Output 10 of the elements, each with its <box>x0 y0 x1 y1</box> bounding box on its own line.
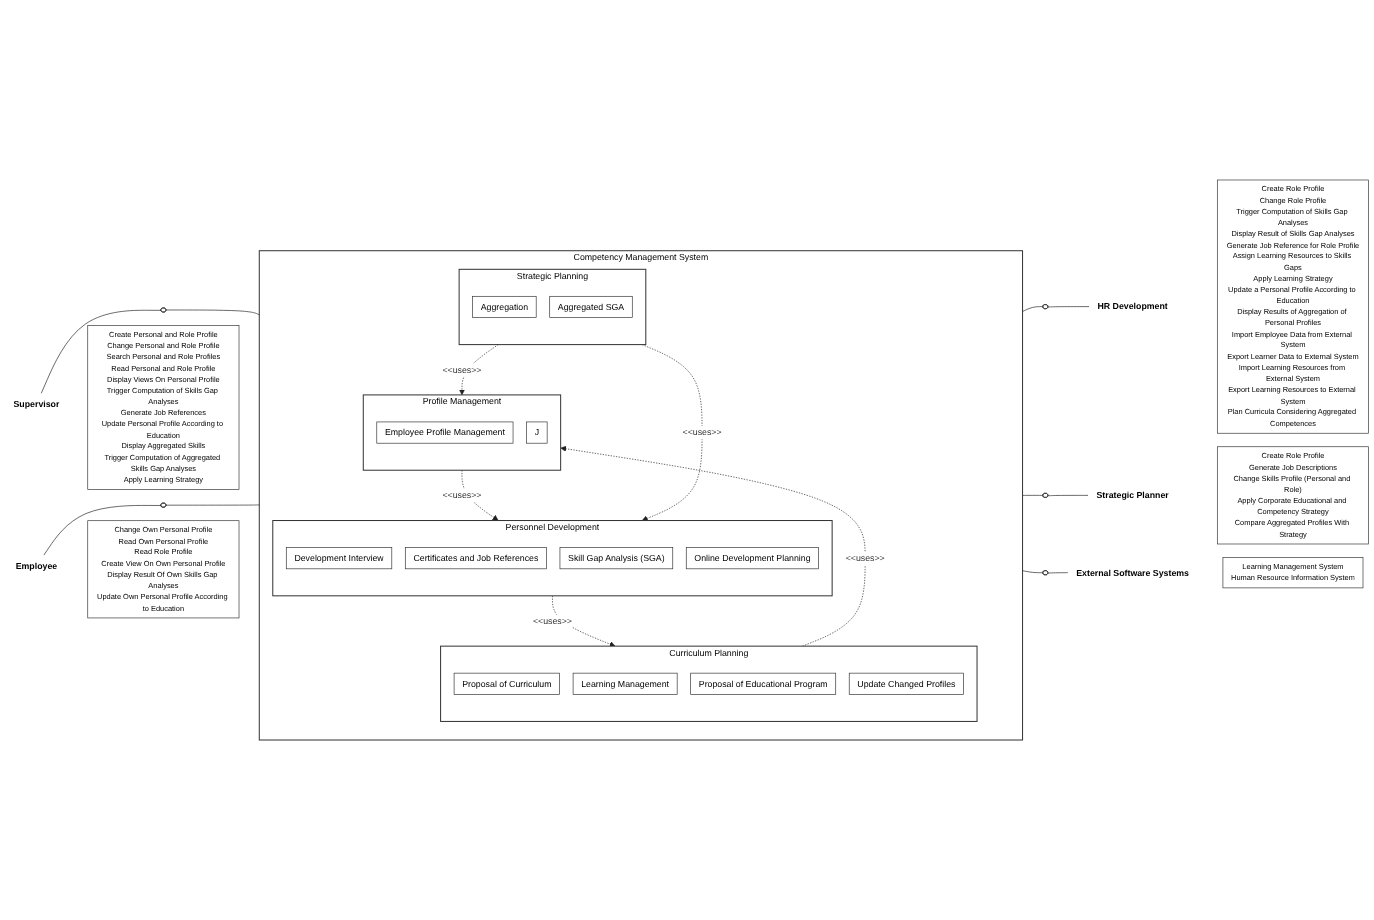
connector <box>1047 495 1089 497</box>
connector <box>165 504 260 506</box>
connector <box>1047 572 1069 574</box>
connector <box>43 505 162 556</box>
connector <box>40 309 162 395</box>
connector <box>1022 306 1044 312</box>
connector <box>1047 306 1090 308</box>
connector <box>165 309 260 316</box>
connector <box>1022 570 1044 574</box>
connector <box>1022 495 1044 496</box>
